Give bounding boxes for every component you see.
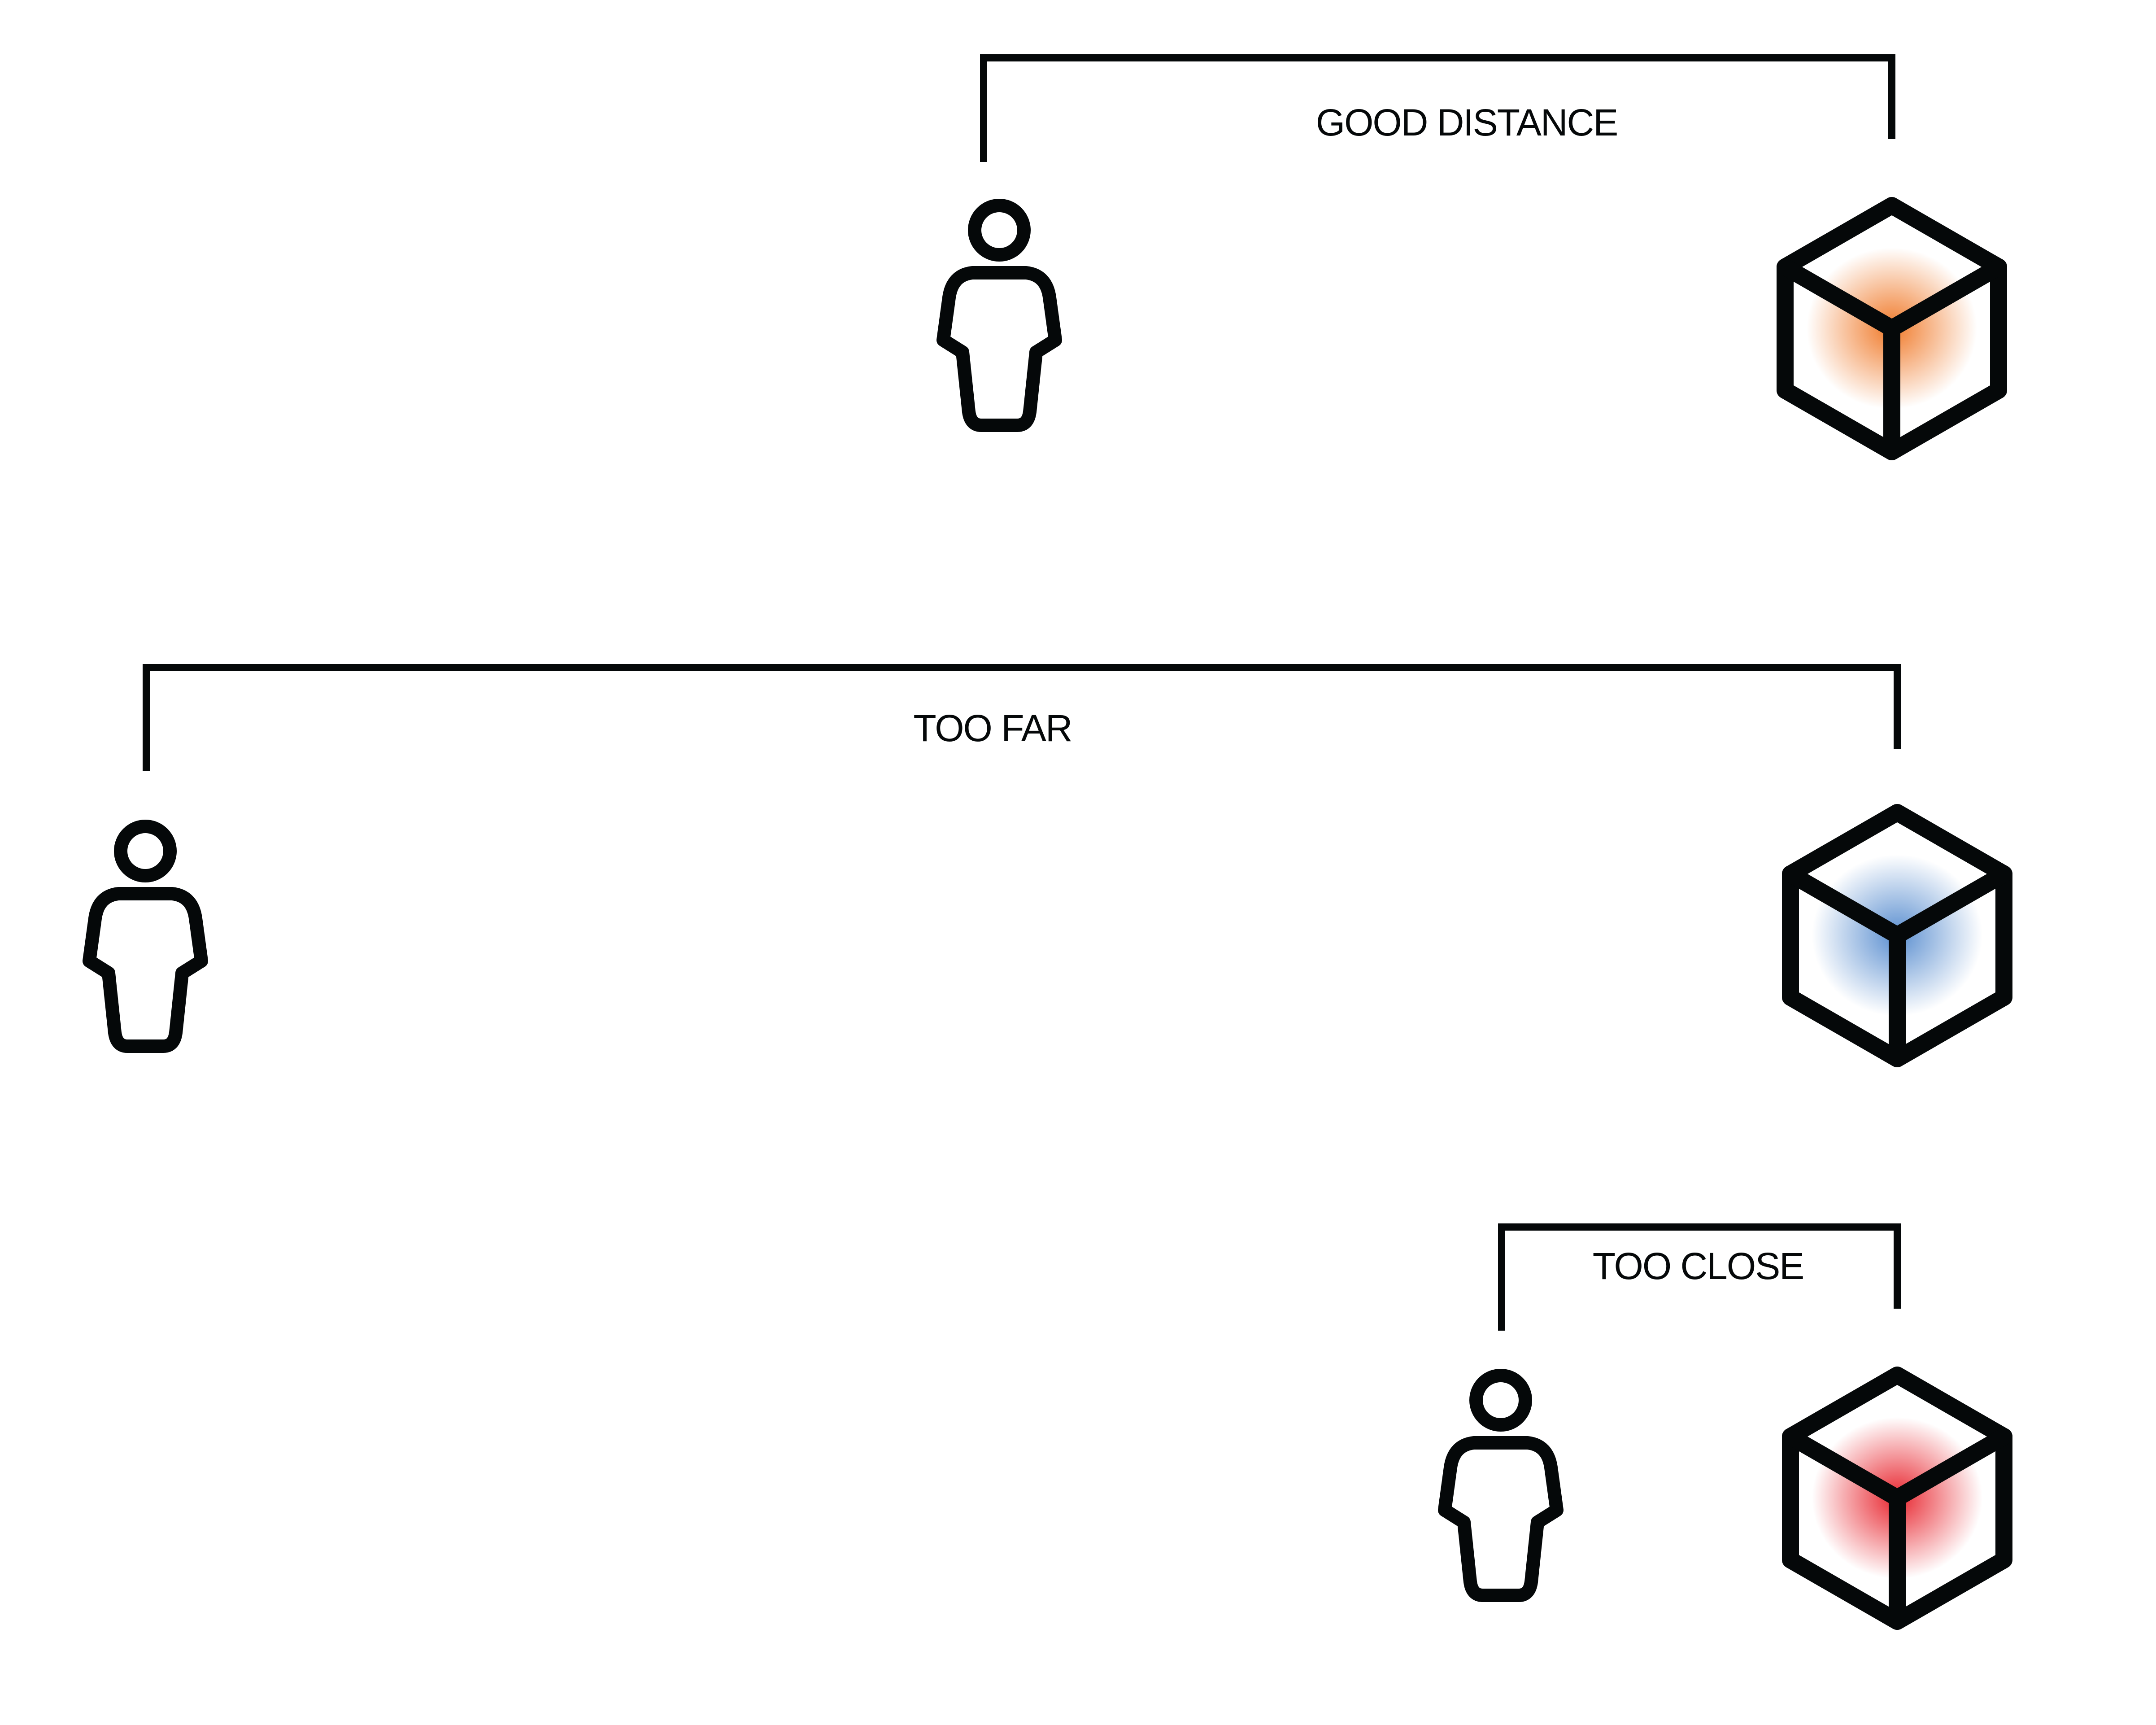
scenario-good-distance: GOOD DISTANCE <box>943 54 1999 452</box>
cube-icon <box>1785 205 1999 452</box>
person-icon <box>1445 1376 1557 1595</box>
scenario-too-far: TOO FAR <box>89 664 2004 1059</box>
person-icon <box>943 205 1055 425</box>
distance-label: TOO CLOSE <box>1593 1245 1804 1287</box>
scenario-too-close: TOO CLOSE <box>1445 1223 2004 1621</box>
distance-bracket <box>143 664 1901 771</box>
person-icon <box>89 826 201 1046</box>
distance-bracket <box>1498 1223 1901 1331</box>
cube-icon <box>1790 1375 2004 1621</box>
distance-bracket <box>980 54 1895 162</box>
distance-label: TOO FAR <box>913 707 1071 749</box>
cube-icon <box>1790 812 2004 1059</box>
distance-label: GOOD DISTANCE <box>1316 101 1618 144</box>
